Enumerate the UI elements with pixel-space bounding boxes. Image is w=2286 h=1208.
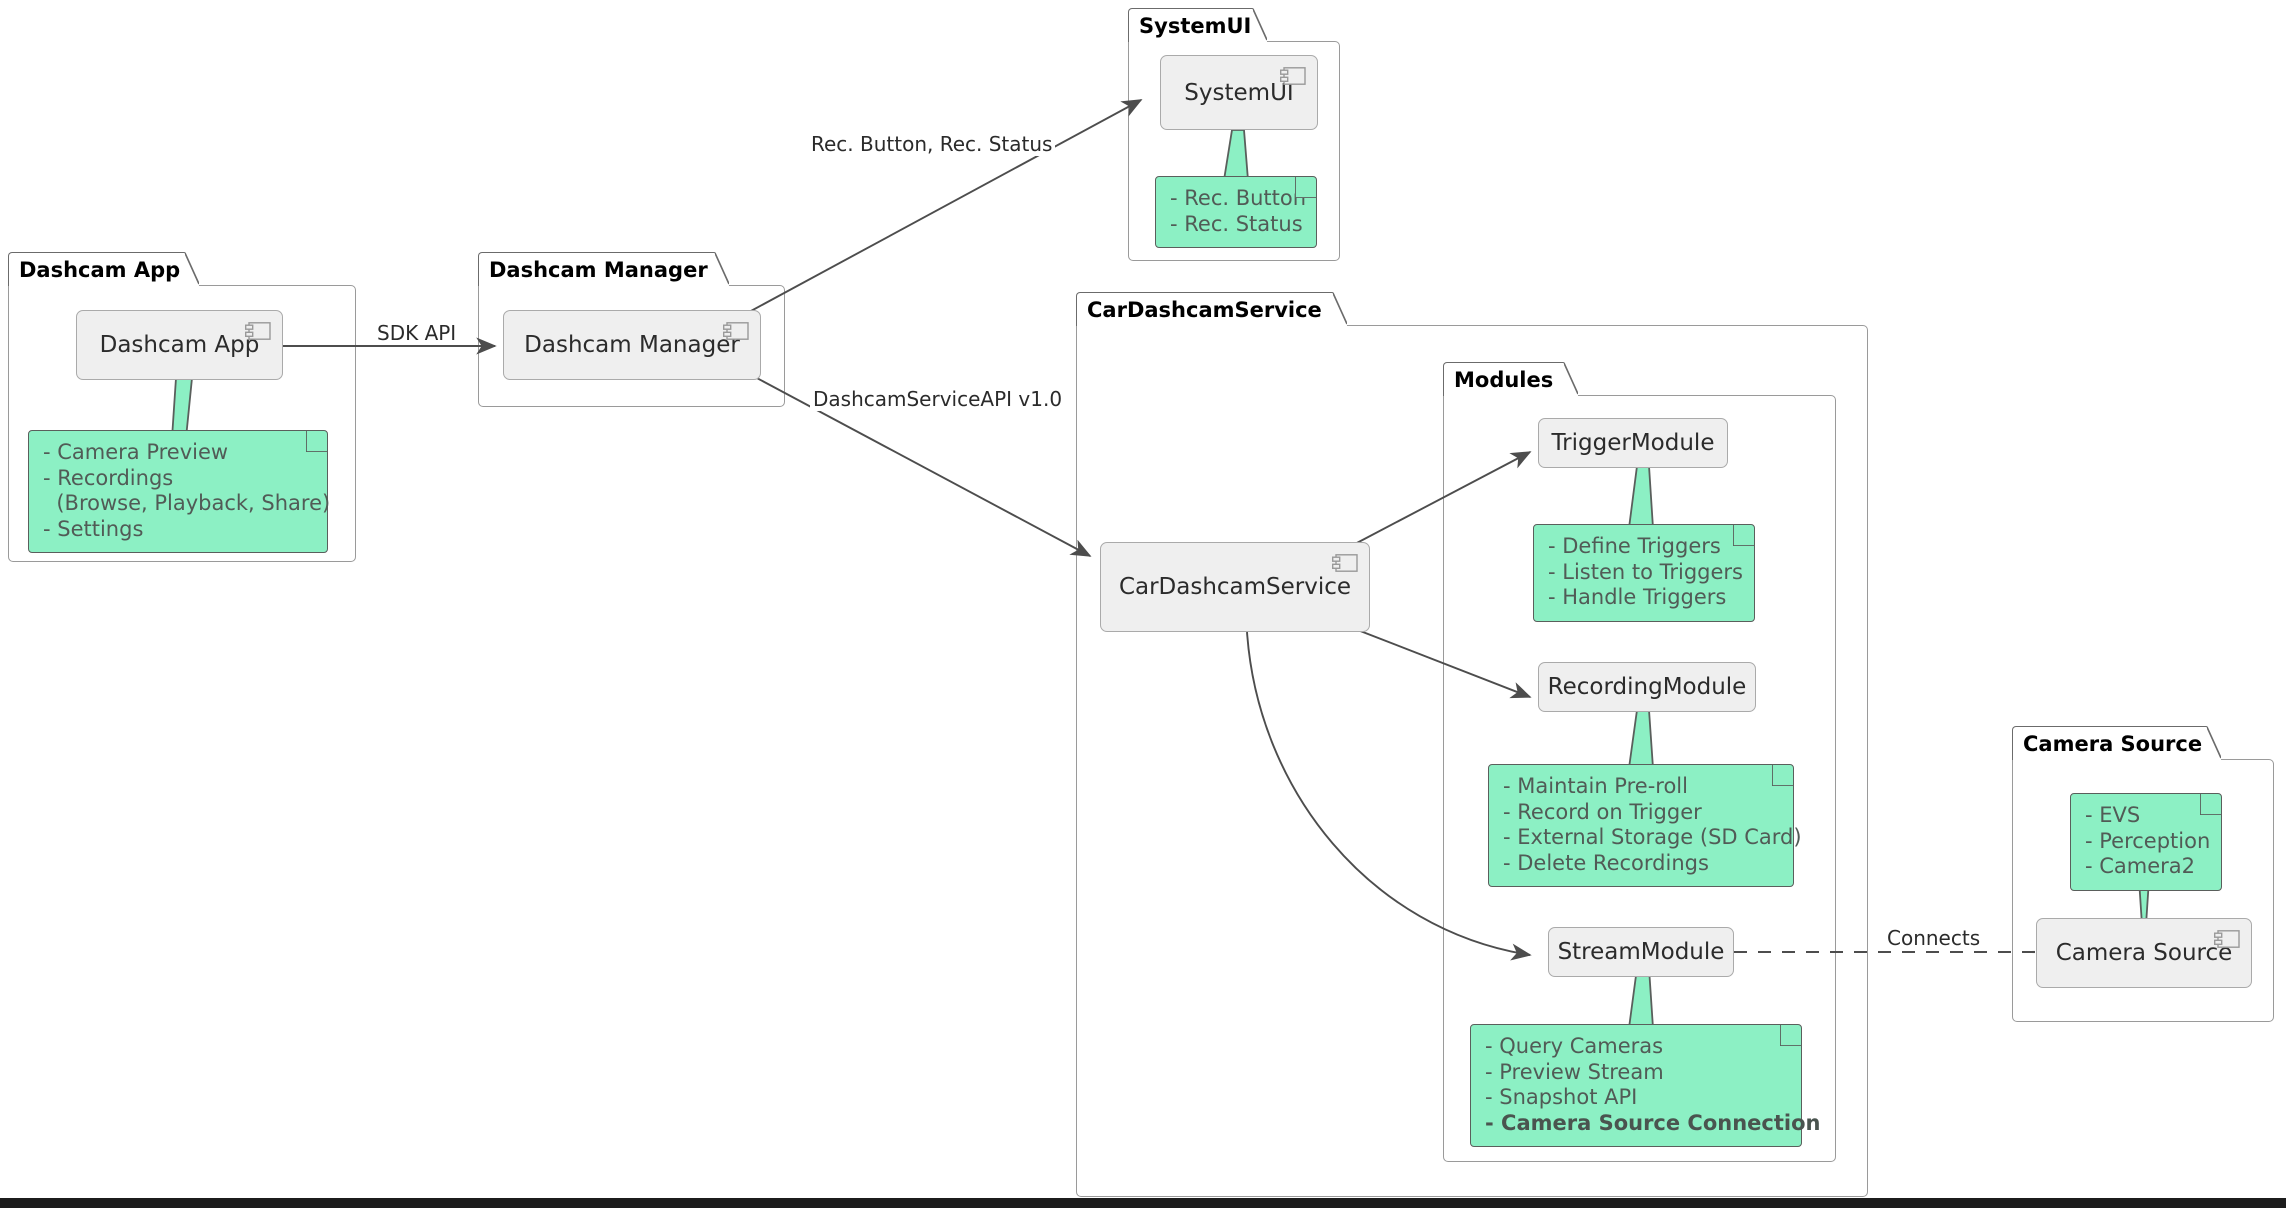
folder-tab-slant — [2207, 727, 2221, 761]
component-recordingmodule-label: RecordingModule — [1547, 674, 1747, 700]
package-systemui-tab: SystemUI — [1128, 8, 1267, 43]
package-modules-tab: Modules — [1443, 362, 1578, 397]
note-line: - Handle Triggers — [1548, 585, 1727, 610]
package-camera-source-label: Camera Source — [2023, 731, 2203, 756]
folder-tab-slant — [1333, 293, 1347, 327]
edge-rec-status — [737, 99, 1143, 319]
package-dashcam-app-label: Dashcam App — [19, 257, 181, 282]
viewport-bottom-bar — [0, 1198, 2286, 1208]
component-dashcam-app[interactable]: Dashcam App — [76, 310, 283, 380]
note-line: - Delete Recordings — [1503, 850, 1709, 875]
component-systemui-label: SystemUI — [1184, 79, 1294, 106]
component-dashcam-manager-label: Dashcam Manager — [524, 332, 740, 358]
package-camera-source-tab: Camera Source — [2012, 726, 2221, 761]
note-leader-systemui — [1222, 129, 1249, 181]
note-line: - Define Triggers — [1548, 534, 1721, 558]
note-line: - Snapshot API — [1485, 1085, 1638, 1110]
edge-label-dashcamserviceapi: DashcamServiceAPI v1.0 — [810, 387, 1066, 411]
component-streammodule-label: StreamModule — [1557, 939, 1725, 965]
note-camera-source: - EVS - Perception - Camera2 — [2070, 793, 2222, 891]
package-dashcam-manager-tab: Dashcam Manager — [478, 252, 729, 287]
note-line: - Perception — [2085, 828, 2211, 853]
folder-tab-slant — [715, 253, 729, 287]
note-line: - Query Cameras — [1485, 1034, 1664, 1058]
edge-label-sdk-api: SDK API — [374, 321, 460, 345]
package-modules-label: Modules — [1454, 367, 1554, 392]
note-leader-dashcam-app — [171, 377, 193, 439]
note-triggermodule: - Define Triggers - Listen to Triggers -… — [1533, 524, 1755, 622]
component-icon — [1331, 552, 1358, 572]
package-systemui-label: SystemUI — [1139, 13, 1252, 38]
note-streammodule: - Query Cameras - Preview Stream - Snaps… — [1470, 1024, 1821, 1148]
note-line: - Rec. Status — [1170, 211, 1303, 236]
note-line: (Browse, Playback, Share) — [43, 491, 331, 516]
note-dashcam-app: - Camera Preview - Recordings (Browse, P… — [28, 430, 331, 554]
folder-tab-slant — [1253, 9, 1267, 43]
edge-to-recordingmodule — [1349, 626, 1532, 699]
note-line: - EVS — [2085, 803, 2141, 827]
note-fold-corner — [1732, 524, 1755, 547]
note-line: - Camera2 — [2085, 854, 2196, 879]
note-leader-streammodule — [1627, 967, 1654, 1029]
package-dashcam-app-tab: Dashcam App — [8, 252, 199, 287]
component-systemui[interactable]: SystemUI — [1160, 55, 1318, 130]
note-line: - Camera Preview — [43, 440, 229, 464]
note-line: - Settings — [43, 516, 144, 541]
component-icon — [722, 320, 749, 340]
note-fold-corner — [1771, 764, 1794, 787]
component-cardashcamservice[interactable]: CarDashcamService — [1100, 542, 1370, 632]
note-fold-corner — [1779, 1024, 1802, 1047]
note-line: - Rec. Button — [1170, 186, 1307, 210]
note-leader-recordingmodule — [1627, 709, 1654, 769]
note-fold-corner — [2199, 793, 2222, 816]
note-systemui: - Rec. Button - Rec. Status — [1155, 176, 1317, 249]
folder-tab-slant — [1564, 363, 1578, 397]
note-line: - Record on Trigger — [1503, 799, 1702, 824]
note-line: - Maintain Pre-roll — [1503, 774, 1688, 798]
component-icon — [1279, 65, 1306, 85]
component-triggermodule-label: TriggerModule — [1551, 430, 1715, 456]
note-line: - Listen to Triggers — [1548, 559, 1743, 584]
package-dashcam-manager-label: Dashcam Manager — [489, 257, 708, 282]
edge-label-rec-status: Rec. Button, Rec. Status — [808, 132, 1056, 156]
component-cardashcamservice-label: CarDashcamService — [1118, 574, 1352, 600]
note-fold-corner — [305, 430, 328, 453]
package-cardashcamservice-label: CarDashcamService — [1087, 297, 1322, 322]
note-recordingmodule: - Maintain Pre-roll - Record on Trigger … — [1488, 764, 1802, 888]
note-line: - External Storage (SD Card) — [1503, 825, 1802, 850]
note-line: - Recordings — [43, 465, 174, 490]
component-camera-source-label: Camera Source — [2055, 940, 2233, 966]
component-icon — [244, 320, 271, 340]
component-streammodule[interactable]: StreamModule — [1548, 927, 1734, 977]
component-camera-source[interactable]: Camera Source — [2036, 918, 2252, 988]
folder-tab-slant — [185, 253, 199, 287]
edge-to-triggermodule — [1352, 451, 1532, 546]
component-recordingmodule[interactable]: RecordingModule — [1538, 662, 1756, 712]
component-dashcam-app-label: Dashcam App — [99, 332, 260, 358]
edge-label-connects: Connects — [1884, 926, 1984, 950]
component-icon — [2213, 928, 2240, 948]
package-cardashcamservice-tab: CarDashcamService — [1076, 292, 1347, 327]
note-line: - Preview Stream — [1485, 1059, 1664, 1084]
component-triggermodule[interactable]: TriggerModule — [1538, 418, 1728, 468]
note-fold-corner — [1294, 176, 1317, 199]
note-line-bold: - Camera Source Connection — [1485, 1110, 1821, 1135]
component-dashcam-manager[interactable]: Dashcam Manager — [503, 310, 761, 380]
edge-to-streammodule — [1246, 631, 1532, 961]
note-leader-triggermodule — [1627, 465, 1654, 529]
